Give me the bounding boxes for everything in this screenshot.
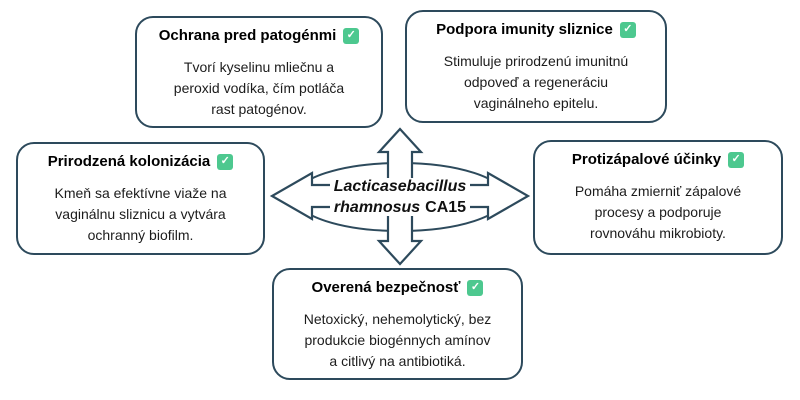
card-body: Stimuluje prirodzenú imunitnú odpoveď a … [443, 53, 629, 111]
strain-name-line1: Lacticasebacillus [333, 178, 467, 195]
card-title-row: Ochrana pred patogénmi ✓ [159, 27, 360, 44]
card-title-row: Podpora imunity sliznice ✓ [436, 21, 636, 38]
card-title-row: Protizápalové účinky ✓ [571, 151, 745, 168]
benefit-card-mucosal-immunity: Podpora imunity sliznice ✓ Stimuluje pri… [405, 10, 667, 123]
card-title: Protizápalové účinky [571, 151, 722, 168]
card-body: Tvorí kyselinu mliečnu a peroxid vodíka,… [173, 59, 345, 117]
card-title: Prirodzená kolonizácia [47, 153, 211, 170]
card-title-row: Prirodzená kolonizácia ✓ [48, 153, 234, 170]
arrow-right-icon [470, 171, 531, 221]
benefit-card-anti-inflammatory: Protizápalové účinky ✓ Pomáha zmierniť z… [533, 140, 783, 255]
card-title: Ochrana pred patogénmi [158, 27, 337, 44]
arrow-down-icon [376, 216, 424, 266]
check-icon: ✓ [467, 279, 484, 296]
benefit-card-natural-colonization: Prirodzená kolonizácia ✓ Kmeň sa efektív… [16, 142, 265, 255]
card-body: Kmeň sa efektívne viaže na vaginálnu sli… [54, 185, 227, 243]
check-icon: ✓ [217, 153, 234, 170]
benefit-card-pathogen-protection: Ochrana pred patogénmi ✓ Tvorí kyselinu … [135, 16, 383, 128]
card-title: Overená bezpečnosť [311, 279, 461, 296]
check-icon: ✓ [619, 21, 636, 38]
arrow-left-icon [269, 171, 330, 221]
card-body: Netoxický, nehemolytický, bez produkcie … [303, 311, 492, 369]
card-title-row: Overená bezpečnosť ✓ [312, 279, 484, 296]
check-icon: ✓ [728, 151, 745, 168]
card-title: Podpora imunity sliznice [436, 21, 613, 38]
arrow-up-icon [376, 127, 424, 178]
card-body: Pomáha zmierniť zápalové procesy a podpo… [574, 183, 742, 241]
check-icon: ✓ [343, 27, 360, 44]
benefit-card-proven-safety: Overená bezpečnosť ✓ Netoxický, nehemoly… [272, 268, 523, 380]
